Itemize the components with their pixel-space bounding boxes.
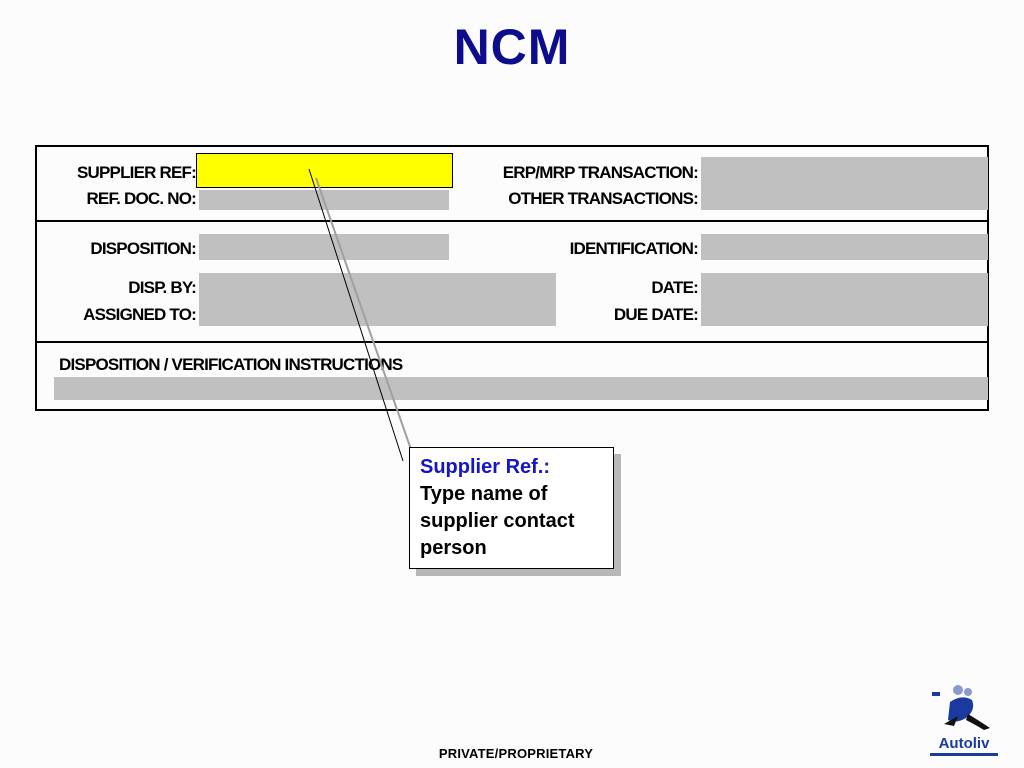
date-due-date-field[interactable] <box>701 273 988 326</box>
callout-heading: Supplier Ref.: <box>420 456 551 478</box>
disp-by-assigned-to-field[interactable] <box>199 273 556 326</box>
logo-underline <box>930 753 998 756</box>
date-label: DATE: <box>651 278 698 297</box>
disposition-label: DISPOSITION: <box>90 239 196 258</box>
disp-by-label: DISP. BY: <box>128 278 197 297</box>
identification-label: IDENTIFICATION: <box>569 239 699 258</box>
instructions-field[interactable] <box>54 377 988 400</box>
autoliv-brand-text: Autoliv <box>938 735 990 752</box>
identification-field[interactable] <box>701 234 988 260</box>
due-date-label: DUE DATE: <box>613 305 699 324</box>
footer-classification: PRIVATE/PROPRIETARY <box>438 746 594 761</box>
ref-doc-no-label: REF. DOC. NO: <box>86 189 196 208</box>
disposition-field[interactable] <box>199 234 449 260</box>
autoliv-logo-icon <box>932 685 990 730</box>
erp-mrp-transactions-field[interactable] <box>701 157 988 210</box>
page-title: NCM <box>453 19 571 75</box>
form-divider-2 <box>35 341 989 343</box>
assigned-to-label: ASSIGNED TO: <box>83 305 197 324</box>
supplier-ref-field[interactable] <box>196 153 453 188</box>
instructions-label: DISPOSITION / VERIFICATION INSTRUCTIONS <box>59 355 403 374</box>
form-divider-1 <box>35 220 989 222</box>
other-transactions-label: OTHER TRANSACTIONS: <box>508 189 699 208</box>
callout-body: Type name of supplier contact person <box>420 483 575 559</box>
supplier-ref-callout: Supplier Ref.: Type name of supplier con… <box>409 447 614 569</box>
supplier-ref-label: SUPPLIER REF: <box>76 163 197 182</box>
erp-mrp-transaction-label: ERP/MRP TRANSACTION: <box>502 163 699 182</box>
